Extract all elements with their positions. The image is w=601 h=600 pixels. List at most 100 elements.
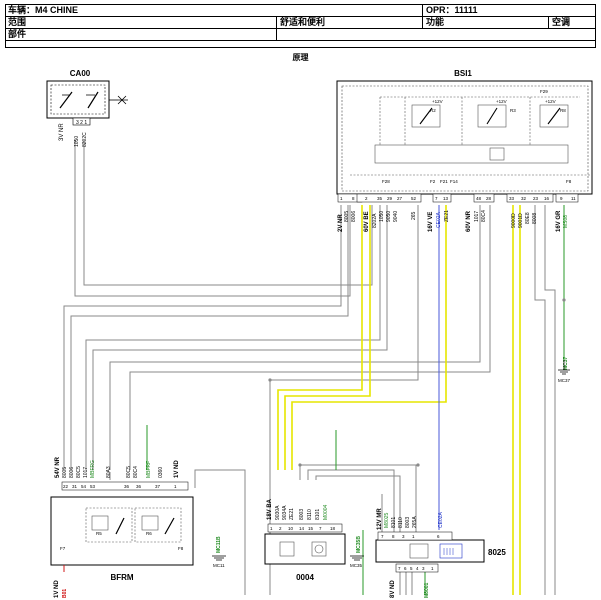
bfrm-bottom-signal: B01 — [62, 589, 68, 598]
bfrm-pin-53: 53 — [90, 484, 96, 489]
component-0004[interactable]: 1 2 10 14 15 7 18 18V BA 9030A 9034A ZE2… — [264, 498, 346, 582]
bfrm-pin-36a: 36 — [124, 484, 130, 489]
bfrm-signal-mbfrg: MBFRG — [90, 460, 96, 478]
bfrm-signal-80c4: 80C4 — [133, 466, 139, 478]
c8025-bpin-6: 6 — [404, 566, 407, 571]
bsi1-signal-8202a: 8202A — [372, 213, 378, 228]
component-bsi1[interactable]: BSI1 F28 +12V +12V +12V F29 R2 R3 R8 F2 … — [336, 69, 593, 232]
bsi1-signal-ze21: ZE21 — [444, 210, 450, 222]
bsi1-label-f29: F29 — [540, 89, 548, 94]
c8025-bpin-3: 3 — [422, 566, 425, 571]
mc37-label: MC37 — [563, 356, 569, 370]
opr-cell: OPR：11111 — [426, 5, 478, 15]
bsi1-label-12v-c: +12V — [545, 99, 556, 104]
vehicle-cell: 车辆：M4 CHINE — [8, 5, 79, 15]
title-row-parts: 部件 — [6, 29, 595, 40]
c0004-signal-8101: 8101 — [315, 509, 321, 520]
c0004-pin-14: 14 — [299, 526, 305, 531]
bsi1-pin-11: 11 — [571, 196, 576, 201]
component-bfrm[interactable]: 22 31 54 53 36 36 37 1 R5 R6 F7 F8 54V N… — [50, 456, 226, 598]
bfrm-signal-0360: 0360 — [158, 467, 164, 478]
ground-mc37[interactable]: MC37 MC37 — [558, 356, 571, 383]
c0004-pin-18: 18 — [330, 526, 336, 531]
mc37-tag: MC37 — [558, 378, 571, 383]
c8025-signal-ce02a: CE02A — [438, 511, 444, 528]
c8025-pin-7: 7 — [381, 534, 384, 539]
c0004-signal-8003: 8003 — [299, 509, 305, 520]
bsi1-color-16vve: 16V VE — [428, 212, 434, 232]
bfrm-signal-8006: 8006 — [69, 467, 75, 478]
bfrm-pin-36b: 36 — [136, 484, 142, 489]
mc35-tag: MC35 — [350, 563, 363, 568]
bsi1-label-f8: F8 — [566, 179, 572, 184]
bsi1-signal-9001d: 9001D — [518, 213, 524, 228]
green-wires — [146, 205, 565, 595]
bfrm-pin-37: 37 — [155, 484, 161, 489]
bsi1-color-60vbe: 60V BE — [364, 211, 370, 232]
c8025-bpin-7: 7 — [398, 566, 401, 571]
bsi1-color-16vgr: 16V GR — [556, 210, 562, 232]
ca00-title: CA00 — [70, 69, 91, 78]
bsi1-label-12v-a: +12V — [432, 99, 443, 104]
bsi1-label-r8: R8 — [560, 108, 566, 113]
c8025-pin-1: 1 — [412, 534, 415, 539]
bfrm-signal-80a3: 80A3 — [106, 466, 112, 478]
component-ca00[interactable]: CA00 3 2 1 3V NR 1050 8202C — [46, 69, 128, 147]
bsi1-signal-9050: 9050 — [386, 211, 392, 222]
component-8025[interactable]: 7 8 3 1 6 12V MR M8025 8101 8110 8003 26… — [375, 508, 506, 598]
bfrm-signal-80c5a: 80C5 — [76, 466, 82, 478]
c8025-signal-m8025: M8025 — [384, 512, 390, 528]
bfrm-fuse-f7: F7 — [60, 546, 66, 551]
c0004-wire: 18V BA — [267, 498, 273, 520]
bsi1-pin-35: 35 — [377, 196, 383, 201]
bfrm-pin-22: 22 — [63, 484, 69, 489]
title-row-scope: 范围 舒适和便利 功能 空调 — [6, 17, 595, 28]
bfrm-signal-mbfrf: MBFRF — [146, 461, 152, 478]
bfrm-ground-tag: MC11 — [213, 563, 225, 568]
bsi1-pin-13: 13 — [443, 196, 449, 201]
ca00-pins: 3 2 1 — [76, 120, 87, 126]
parts-label: 部件 — [8, 29, 27, 39]
bsi1-pin-33: 33 — [509, 196, 515, 201]
scope-value: 舒适和便利 — [280, 17, 326, 27]
bsi1-signal-80e8: 80E8 — [525, 212, 531, 224]
c0004-pin-1: 1 — [270, 526, 273, 531]
bsi1-pin-28: 28 — [486, 196, 492, 201]
mc35-label: MC35B — [356, 536, 362, 553]
c0004-signal-ze21: ZE21 — [289, 508, 295, 520]
function-label: 功能 — [426, 17, 445, 27]
bsi1-pin-32: 32 — [521, 196, 527, 201]
bfrm-ground-label: MC11B — [216, 536, 222, 553]
diagram-subtitle: 原理 — [292, 53, 309, 62]
bsi1-signal-1017: 1017 — [474, 211, 480, 222]
bfrm-relay-r5: R5 — [96, 531, 102, 536]
ground-mc35[interactable]: MC35B MC35 — [350, 536, 364, 568]
c8025-bottom-ground: M8001 — [424, 582, 430, 598]
bsi1-signal-8008: 8008 — [532, 213, 538, 224]
bfrm-wire: 54V NR — [55, 456, 61, 478]
bsi1-title: BSI1 — [454, 69, 472, 78]
c0004-pin-7: 7 — [319, 526, 322, 531]
c0004-signal-9030a: 9030A — [275, 505, 281, 520]
c0004-signal-8110: 8110 — [307, 509, 313, 520]
junction-dots — [268, 298, 566, 467]
c8025-bottom-wire: 8V ND — [390, 580, 396, 598]
bsi1-pin-48: 48 — [476, 196, 482, 201]
bsi1-label-12v-b: +12V — [496, 99, 507, 104]
bfrm-pin-1: 1 — [174, 484, 177, 489]
bsi1-pin-29: 29 — [387, 196, 393, 201]
scope-label: 范围 — [8, 17, 27, 27]
bfrm-title: BFRM — [110, 573, 133, 582]
c8025-signal-8101: 8101 — [391, 517, 397, 528]
c8025-title: 8025 — [488, 548, 506, 557]
c8025-bpin-4: 4 — [416, 566, 419, 571]
bsi1-pin-23: 23 — [533, 196, 539, 201]
bsi1-signal-80c4: 80C4 — [481, 210, 487, 222]
bsi1-signal-8005: 8005 — [344, 211, 350, 222]
bfrm-signal-80c5b: 80C5 — [126, 466, 132, 478]
bsi1-signal-ms08: MS08 — [563, 215, 569, 228]
bsi1-signal-265: 265 — [411, 211, 417, 220]
bfrm-fuse-f8: F8 — [178, 546, 184, 551]
bsi1-pin-16: 16 — [544, 196, 550, 201]
